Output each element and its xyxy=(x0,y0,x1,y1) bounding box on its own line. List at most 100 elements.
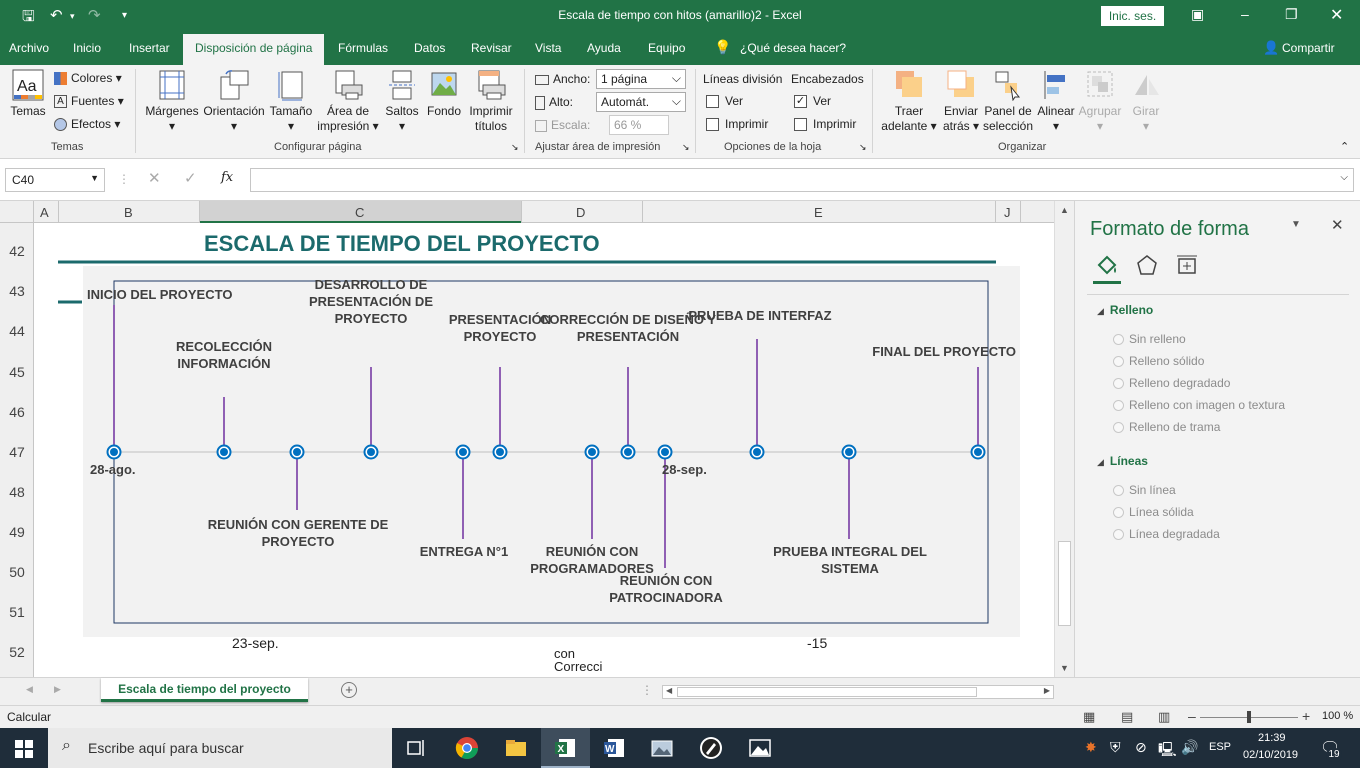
add-sheet-icon[interactable]: + xyxy=(341,682,357,698)
row-header[interactable]: 44 xyxy=(9,323,25,339)
formula-input[interactable]: ⌵ xyxy=(250,168,1354,192)
column-header-b[interactable]: B xyxy=(124,205,133,220)
alinear-button[interactable]: Alinear▾ xyxy=(1034,69,1078,134)
task-view-icon[interactable] xyxy=(405,736,429,760)
tab-ayuda[interactable]: Ayuda xyxy=(587,41,621,55)
girar-button[interactable]: Girar▾ xyxy=(1126,69,1166,134)
minimize-icon[interactable]: – xyxy=(1241,6,1249,22)
size-properties-icon[interactable] xyxy=(1175,253,1199,277)
zoom-slider-thumb[interactable] xyxy=(1247,711,1251,723)
tab-disposicion[interactable]: Disposición de página xyxy=(183,34,325,65)
enter-icon[interactable]: ✓ xyxy=(184,170,197,187)
prev-sheet-icon[interactable]: ◀ xyxy=(26,684,33,694)
redo-icon[interactable]: ↷ xyxy=(88,7,101,24)
expand-formula-icon[interactable]: ⌵ xyxy=(1340,172,1348,183)
photos-icon[interactable] xyxy=(748,736,772,760)
row-header[interactable]: 46 xyxy=(9,404,25,420)
zoom-level[interactable]: 100 % xyxy=(1322,710,1354,722)
ribbon-display-icon[interactable]: ▣ xyxy=(1191,6,1205,22)
tray-disabled-icon[interactable]: ⊘ xyxy=(1135,739,1147,755)
tab-inicio[interactable]: Inicio xyxy=(73,41,102,55)
opciones-launcher-icon[interactable]: ↘ xyxy=(859,142,867,152)
row-header[interactable]: 43 xyxy=(9,283,25,299)
radio-relleno-solido[interactable]: Relleno sólido xyxy=(1113,354,1204,368)
tab-insertar[interactable]: Insertar xyxy=(129,41,170,55)
customize-qat-icon[interactable]: ▾ xyxy=(122,10,128,21)
tab-archivo[interactable]: Archivo xyxy=(9,41,50,55)
radio-linea-solida[interactable]: Línea sólida xyxy=(1113,505,1194,519)
collapse-ribbon-icon[interactable]: ⌃ xyxy=(1340,141,1350,153)
scroll-left-icon[interactable]: ◀ xyxy=(666,686,673,695)
scroll-thumb[interactable] xyxy=(1058,541,1071,626)
save-icon[interactable]: 🖫 xyxy=(22,8,35,25)
sign-in-button[interactable]: Inic. ses. xyxy=(1101,6,1164,26)
row-header[interactable]: 50 xyxy=(9,564,25,580)
agrupar-button[interactable]: Agrupar▾ xyxy=(1076,69,1124,134)
scroll-right-icon[interactable]: ▶ xyxy=(1043,686,1050,695)
row-header[interactable]: 49 xyxy=(9,524,25,540)
row-header[interactable]: 48 xyxy=(9,484,25,500)
tray-app-icon[interactable]: ✸ xyxy=(1085,739,1097,755)
efectos-button[interactable]: Efectos ▾ xyxy=(54,117,120,132)
temas-button[interactable]: Aa Temas xyxy=(8,69,48,119)
tab-vista[interactable]: Vista xyxy=(535,41,562,55)
radio-relleno-imagen[interactable]: Relleno con imagen o textura xyxy=(1113,398,1285,412)
worksheet-grid[interactable]: ESCALA DE TIEMPO DEL PROYECTO INICIO DEL… xyxy=(34,223,1054,677)
tab-equipo[interactable]: Equipo xyxy=(648,41,686,55)
config-launcher-icon[interactable]: ↘ xyxy=(511,142,519,152)
column-header-a[interactable]: A xyxy=(40,205,49,220)
file-explorer-icon[interactable] xyxy=(504,736,528,760)
select-all-corner[interactable] xyxy=(0,201,34,223)
share-button[interactable]: Compartir xyxy=(1282,41,1335,55)
normal-view-icon[interactable]: ▦ xyxy=(1083,709,1096,724)
pane-close-icon[interactable]: ✕ xyxy=(1331,217,1344,234)
security-shield-icon[interactable]: ⛨ xyxy=(1110,739,1121,755)
language-indicator[interactable]: ESP xyxy=(1209,741,1232,753)
headings-view-checkbox[interactable]: ✓Ver xyxy=(794,94,832,109)
scroll-down-icon[interactable]: ▼ xyxy=(1060,663,1069,673)
lineas-section-header[interactable]: ◢Líneas xyxy=(1097,454,1148,468)
tell-me-box[interactable]: ¿Qué desea hacer? xyxy=(740,41,847,55)
page-break-icon[interactable]: ▥ xyxy=(1158,709,1171,724)
page-layout-icon[interactable]: ▤ xyxy=(1121,709,1134,724)
taskbar-excel-active[interactable]: X xyxy=(541,728,590,768)
alto-select[interactable]: Automát.⌵ xyxy=(596,92,686,112)
fondo-button[interactable]: Fondo xyxy=(424,69,464,119)
undo-icon[interactable]: ↶ xyxy=(50,7,63,24)
taskbar-search-box[interactable]: ⌕Escribe aquí para buscar xyxy=(48,728,392,768)
radio-relleno-degradado[interactable]: Relleno degradado xyxy=(1113,376,1230,390)
column-header-e[interactable]: E xyxy=(814,205,823,220)
image-viewer-icon[interactable] xyxy=(650,736,674,760)
row-header[interactable]: 45 xyxy=(9,364,25,380)
vertical-scrollbar[interactable]: ▲ ▼ xyxy=(1054,201,1074,677)
pen-tool-icon[interactable] xyxy=(699,736,723,760)
row-header[interactable]: 47 xyxy=(9,444,25,460)
margenes-button[interactable]: Márgenes▾ xyxy=(144,69,200,134)
headings-print-checkbox[interactable]: Imprimir xyxy=(794,117,856,132)
restore-icon[interactable]: ❐ xyxy=(1285,6,1298,22)
column-header-c[interactable]: C xyxy=(355,205,365,220)
row-header[interactable]: 52 xyxy=(9,644,25,660)
horizontal-scrollbar[interactable]: ◀ ▶ xyxy=(662,685,1054,699)
ancho-select[interactable]: 1 página⌵ xyxy=(596,69,686,89)
network-icon[interactable]: 🖳 xyxy=(1158,741,1177,757)
cancel-icon[interactable]: ✕ xyxy=(148,170,161,187)
ajustar-launcher-icon[interactable]: ↘ xyxy=(682,142,690,152)
word-icon[interactable]: W xyxy=(602,736,626,760)
tab-formulas[interactable]: Fórmulas xyxy=(338,41,389,55)
close-icon[interactable]: ✕ xyxy=(1330,7,1344,24)
saltos-button[interactable]: Saltos▾ xyxy=(382,69,422,134)
windows-start-icon[interactable] xyxy=(15,740,33,758)
row-header[interactable]: 51 xyxy=(9,604,25,620)
zoom-out-icon[interactable]: – xyxy=(1188,708,1196,724)
effects-pentagon-icon[interactable] xyxy=(1135,253,1159,277)
escala-spinner[interactable]: 66 % xyxy=(609,115,669,135)
zoom-in-icon[interactable]: + xyxy=(1302,708,1311,724)
fill-line-icon[interactable] xyxy=(1095,253,1119,277)
sheet-tab-active[interactable]: Escala de tiempo del proyecto xyxy=(101,678,308,702)
scroll-up-icon[interactable]: ▲ xyxy=(1060,205,1069,215)
clock-time[interactable]: 21:39 xyxy=(1258,732,1286,744)
